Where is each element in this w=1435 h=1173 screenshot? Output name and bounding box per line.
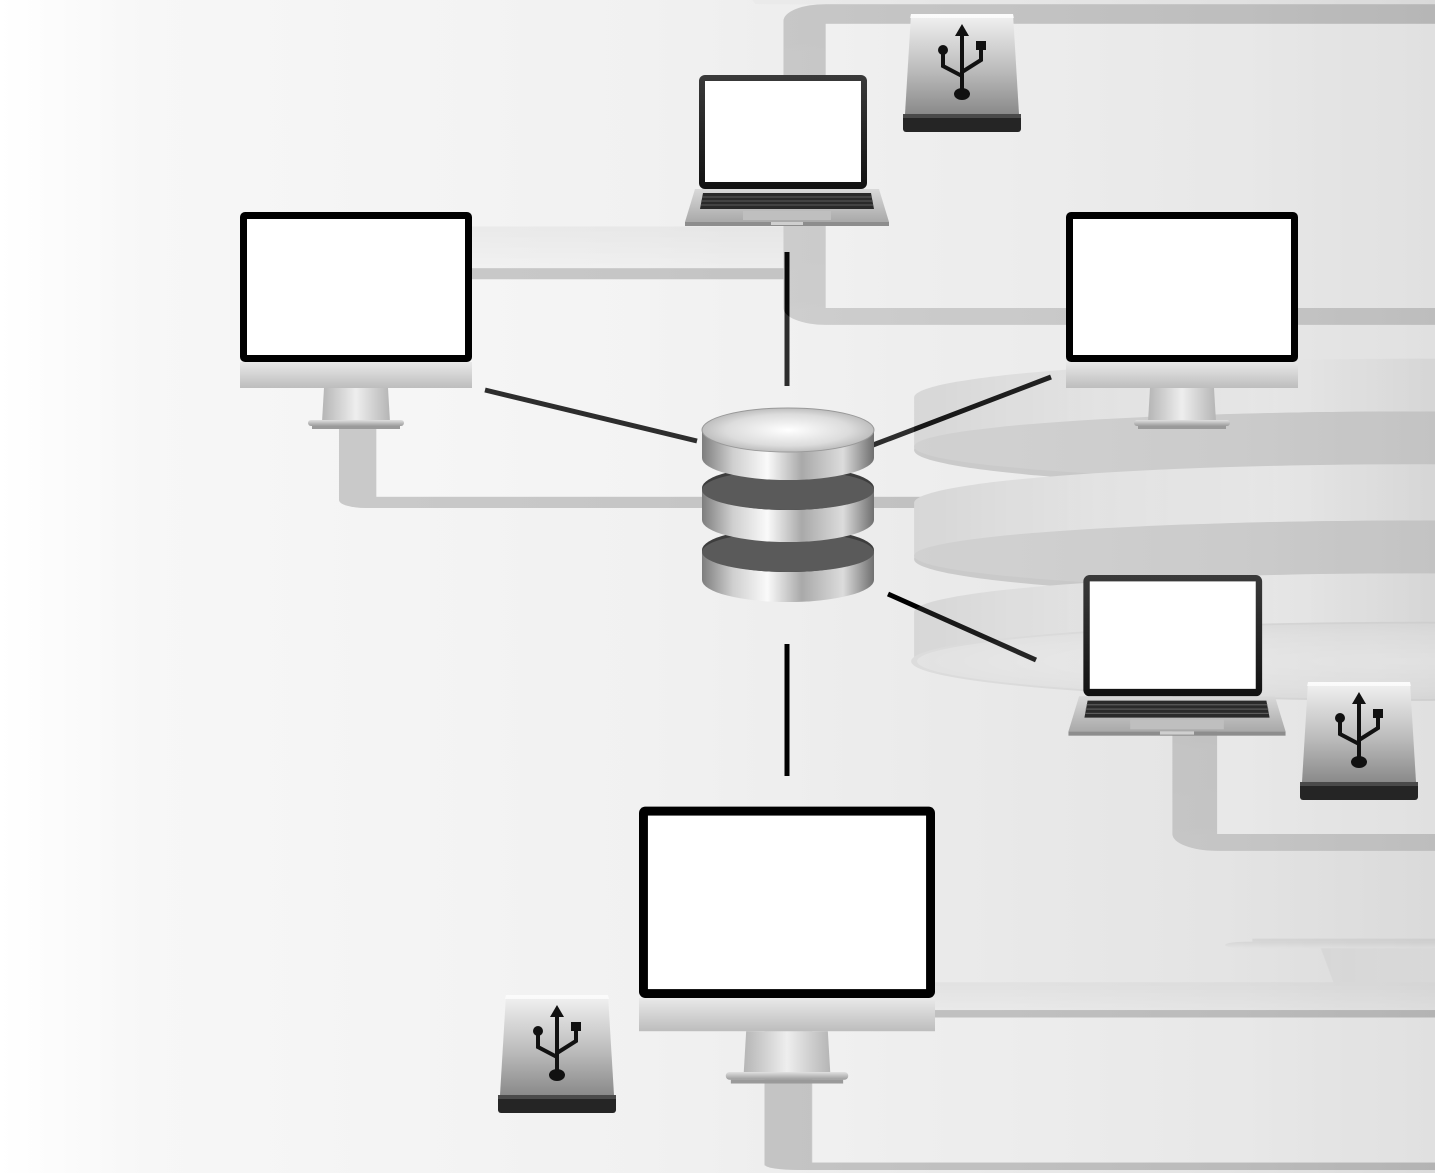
database-server-icon xyxy=(701,407,875,603)
laptop-icon xyxy=(684,74,890,227)
laptop-icon xyxy=(1067,574,1287,737)
usb-drive-icon xyxy=(1298,680,1420,802)
usb-drive-icon xyxy=(901,12,1023,134)
usb-drive-icon xyxy=(496,993,618,1115)
